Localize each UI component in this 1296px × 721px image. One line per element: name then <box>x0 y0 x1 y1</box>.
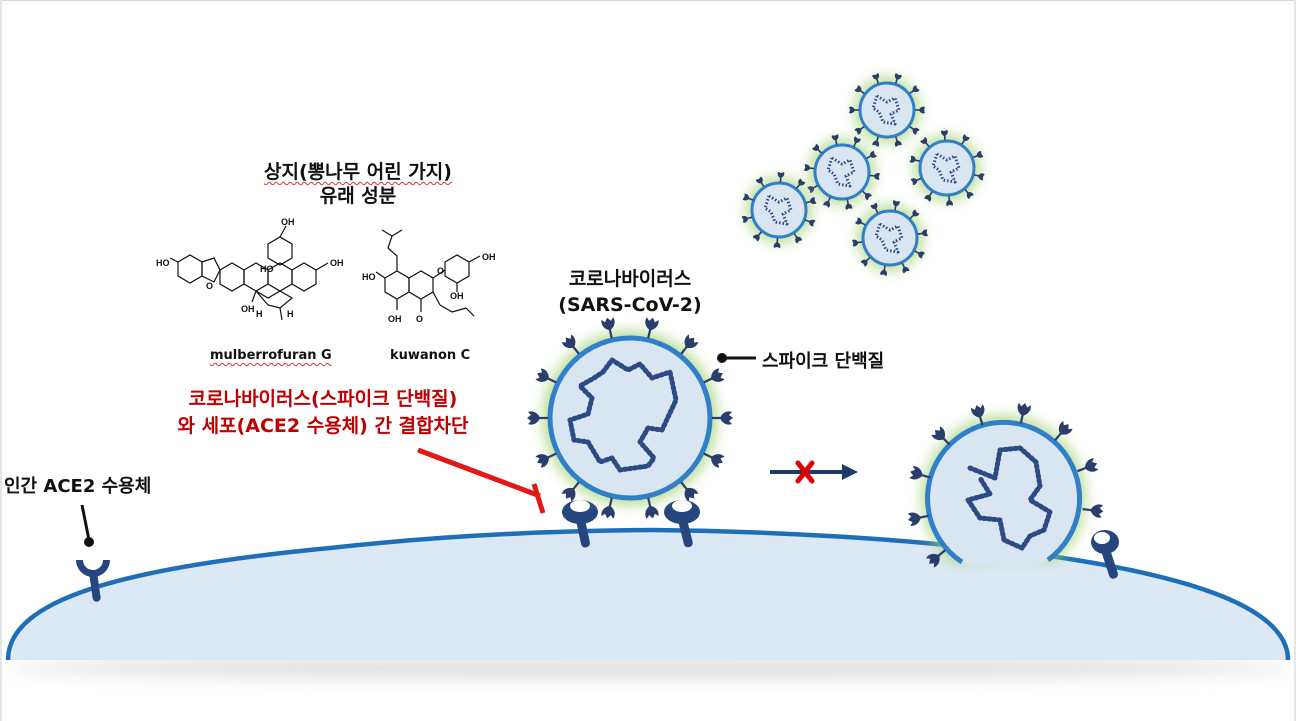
mg-ring-a <box>177 254 203 284</box>
mg-oh-top-label: OH <box>281 217 295 227</box>
virus-cluster <box>740 72 986 277</box>
cell-membrane-right <box>1049 553 1291 661</box>
mg-ho-mid-label: HO <box>260 264 274 274</box>
ace2-receptor-human <box>76 545 110 602</box>
compound-name-kuwanon: kuwanon C <box>390 348 471 363</box>
inhibition-line <box>417 447 541 499</box>
virus-rna <box>567 357 679 473</box>
virus-label-line2: (SARS-CoV-2) <box>558 294 702 316</box>
compound-name-mulberrofuran-text: mulberrofuran G <box>210 348 332 363</box>
inhibition-bar <box>531 483 546 514</box>
ace2-receptor-left <box>562 500 598 548</box>
kc-oh-mid-label: OH <box>450 291 464 301</box>
window-left-border <box>0 0 2 721</box>
mg-ring-bottom <box>255 290 294 309</box>
mg-ring-top <box>267 236 293 266</box>
cell-membrane-left <box>5 527 958 661</box>
kc-ring-a <box>384 270 410 300</box>
mini-virus <box>740 171 818 249</box>
mg-h1-label: H <box>256 309 263 319</box>
blocked-entry-arrow <box>770 460 858 484</box>
source-label: 상지(뽕나무 어린 가지) 유래 성분 <box>228 160 488 208</box>
virus-label: 코로나바이러스 (SARS-CoV-2) <box>520 266 740 318</box>
mg-oh-bottom-label: OH <box>241 304 255 314</box>
arrow-head <box>842 464 858 480</box>
ace2-receptor-label: 인간 ACE2 수용체 <box>4 476 152 497</box>
kc-o-ring-label: O <box>437 266 444 276</box>
source-label-line2: 유래 성분 <box>319 185 397 207</box>
host-cell <box>5 527 1291 680</box>
kc-oh-top-label: OH <box>482 252 496 262</box>
window-right-border <box>1294 0 1296 721</box>
kuwanon-c-structure <box>375 229 481 317</box>
receptor-pointer <box>80 504 94 547</box>
mg-o-label: O <box>206 281 213 291</box>
cell-shadow <box>10 656 1290 680</box>
block-label-line2: 와 세포(ACE2 수용체) 간 결합차단 <box>177 415 469 437</box>
kc-o-bottom-label: O <box>416 314 423 324</box>
fusing-virus <box>905 400 1106 570</box>
mg-ho-label: HO <box>156 258 170 268</box>
fusing-virus-envelope <box>925 419 1083 565</box>
mg-ring-b <box>219 262 245 292</box>
mg-h2-label: H <box>287 309 294 319</box>
main-virus <box>525 315 735 521</box>
kc-ring-b <box>408 270 434 300</box>
inhibition-symbol <box>417 447 546 514</box>
x-mark-icon <box>795 460 815 484</box>
mini-virus <box>803 133 881 211</box>
mg-ring-e <box>291 262 317 292</box>
mini-virus <box>908 129 986 207</box>
mulberrofuran-g-structure <box>169 225 329 321</box>
mini-virus <box>848 72 926 148</box>
kc-ring-c <box>444 254 470 284</box>
spike-protein-label: 스파이크 단백질 <box>762 351 885 372</box>
block-label-line1: 코로나바이러스(스파이크 단백질) <box>188 388 458 410</box>
kc-ho-label: HO <box>362 272 376 282</box>
mini-virus <box>851 199 929 277</box>
virus-label-line1: 코로나바이러스 <box>568 268 692 290</box>
kc-oh-bottom-label: OH <box>388 314 402 324</box>
mg-oh-right-label: OH <box>330 258 344 268</box>
window-top-border <box>0 0 1296 1</box>
ace2-receptor-fusion <box>1091 530 1119 579</box>
fusing-virus-rna <box>965 445 1053 551</box>
ace2-receptor-right <box>664 500 700 548</box>
compound-name-mulberrofuran: mulberrofuran G <box>210 348 332 363</box>
mg-furan <box>201 257 221 283</box>
spike-pointer <box>717 353 756 363</box>
block-label: 코로나바이러스(스파이크 단백질) 와 세포(ACE2 수용체) 간 결합차단 <box>148 386 498 440</box>
source-label-line1: 상지(뽕나무 어린 가지) <box>264 161 452 183</box>
